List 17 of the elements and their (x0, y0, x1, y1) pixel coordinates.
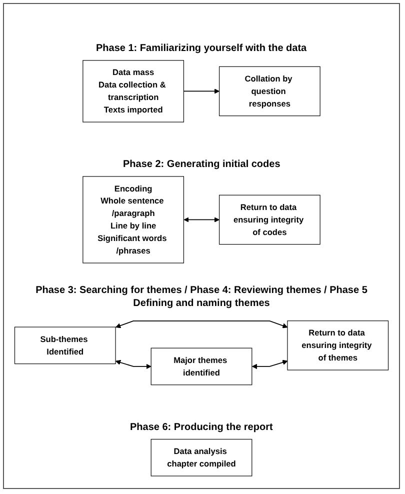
phase-heading: Phase 2: Generating initial codes (123, 158, 280, 172)
phase-heading: Phase 6: Producing the report (130, 421, 273, 435)
process-box: Encoding Whole sentence /paragraph Line by line Significant words /phrases (82, 176, 184, 264)
process-box: Return to data ensuring integrity of themes (287, 320, 389, 370)
arrow (116, 360, 152, 370)
process-box: Return to data ensuring integrity of codes (218, 194, 320, 245)
arrow (184, 217, 220, 222)
process-box: Data mass Data collection & transcription Texts imported (82, 60, 184, 122)
arrow (183, 88, 220, 94)
phase-heading: Phase 1: Familiarizing yourself with the data (96, 42, 307, 56)
arrow (116, 320, 288, 328)
phase-heading: Phase 3: Searching for themes / Phase 4: Reviewing themes / Phase 5 Defining and naming themes (34, 284, 368, 311)
process-box: Sub-themes Identified (14, 326, 116, 364)
process-box: Data analysis chapter compiled (150, 438, 252, 476)
process-box: Collation by question responses (218, 66, 320, 116)
arrow (252, 360, 288, 370)
process-box: Major themes identified (150, 348, 252, 386)
